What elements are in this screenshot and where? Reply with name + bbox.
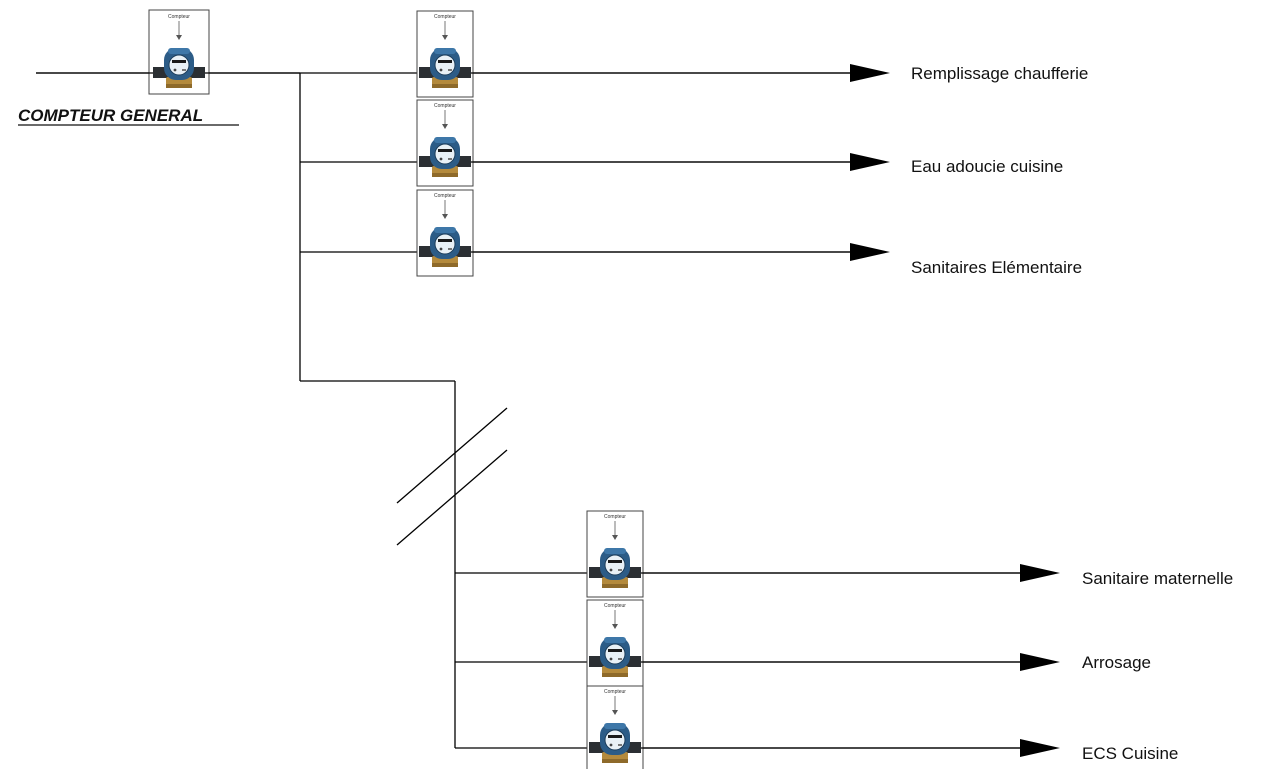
meter-title: Compteur: [434, 103, 456, 109]
branch-meter: Compteur: [416, 10, 474, 98]
branch-label: Sanitaire maternelle: [1082, 569, 1233, 588]
main-meter: Compteur: [148, 9, 210, 95]
meter-pointer-head: [612, 535, 618, 540]
meter-pointer-head: [612, 710, 618, 715]
arrow-icon: [850, 243, 890, 261]
branch-meter: Compteur: [416, 99, 474, 187]
meter-pointer-head: [442, 124, 448, 129]
meter-title: Compteur: [434, 193, 456, 199]
branch-label: Eau adoucie cuisine: [911, 157, 1063, 176]
branch-meter: Compteur: [416, 189, 474, 277]
meter-pointer-head: [442, 35, 448, 40]
main-meter-label: COMPTEUR GENERAL: [18, 106, 203, 125]
branch-meter: Compteur: [586, 510, 644, 598]
branch-label: Arrosage: [1082, 653, 1151, 672]
break-mark-1: [396, 407, 508, 504]
branch-label: Remplissage chaufferie: [911, 64, 1088, 83]
arrow-icon: [850, 153, 890, 171]
meter-title: Compteur: [434, 14, 456, 20]
arrow-icon: [1020, 653, 1060, 671]
meter-pointer-head: [612, 624, 618, 629]
meter-title: Compteur: [604, 603, 626, 609]
arrow-icon: [850, 64, 890, 82]
arrow-icon: [1020, 739, 1060, 757]
meter-title: Compteur: [604, 689, 626, 695]
meter-title: Compteur: [604, 514, 626, 520]
branch-meter: Compteur: [586, 685, 644, 769]
meter-pointer-head: [442, 214, 448, 219]
branch-meter: Compteur: [586, 599, 644, 687]
branch-label: Sanitaires Elémentaire: [911, 258, 1082, 277]
break-mark-2: [396, 449, 508, 546]
branch-label: ECS Cuisine: [1082, 744, 1178, 763]
arrow-icon: [1020, 564, 1060, 582]
meter-title: Compteur: [168, 14, 190, 20]
